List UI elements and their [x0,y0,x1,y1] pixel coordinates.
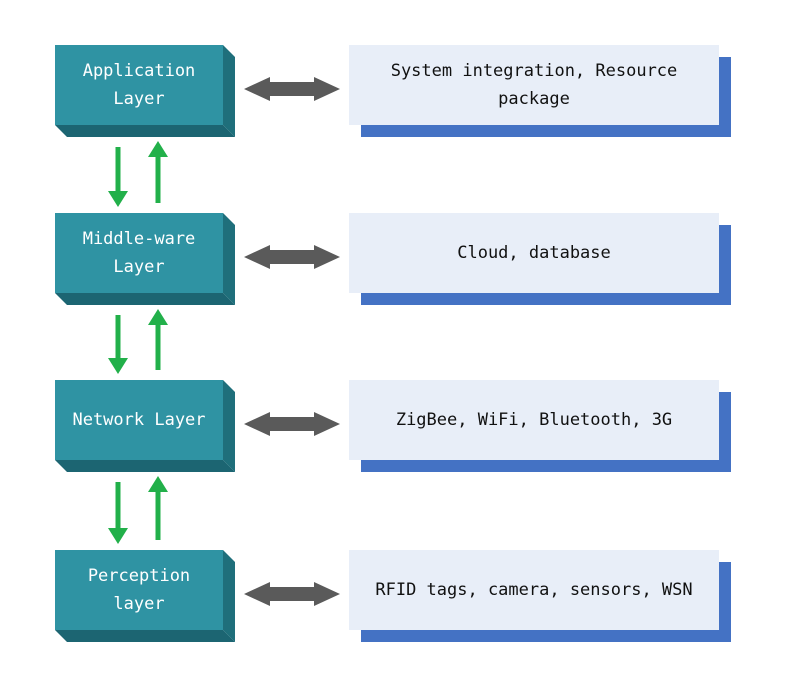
description-box-face [349,550,719,630]
layer-box-front [55,550,223,630]
connector-arrow-application [244,77,340,101]
description-box-face [349,380,719,460]
description-perception: RFID tags, camera, sensors, WSN [375,580,693,600]
down-arrow-head [108,191,128,207]
layer-box-side [223,380,235,472]
down-arrow-head [108,528,128,544]
description-box-application [349,45,731,137]
layer-box-application [55,45,235,137]
layer-box-side [223,45,235,137]
description-box-middleware [349,213,731,305]
description-box-network [349,380,731,472]
layer-box-side [223,550,235,642]
connector-arrow-perception [244,582,340,606]
layer-label-application: Application Layer [82,61,196,109]
connector-arrow-network [244,412,340,436]
connector-arrows [244,77,340,606]
layer-box-bottom [55,293,235,305]
layer-box-bottom [55,460,235,472]
up-arrow-head [148,141,168,157]
layer-box-middleware [55,213,235,305]
layer-label-perception: Perception layer [87,566,191,614]
down-arrow-head [108,358,128,374]
description-box-face [349,45,719,125]
layer-box-bottom [55,125,235,137]
layer-box-front [55,213,223,293]
description-network: ZigBee, WiFi, Bluetooth, 3G [395,410,673,430]
layer-box-front [55,45,223,125]
layer-boxes [55,45,235,642]
layer-label-middleware: Middle-ware Layer [82,229,196,277]
description-box-perception [349,550,731,642]
layer-box-network [55,380,235,472]
connector-arrow-middleware [244,245,340,269]
description-boxes [349,45,731,642]
description-application: System integration, Resource package [390,61,678,109]
description-box-face [349,213,719,293]
layer-box-perception [55,550,235,642]
layer-label-network: Network Layer [72,410,206,430]
description-middleware: Cloud, database [457,243,611,263]
layer-box-front [55,380,223,460]
vertical-arrows [108,141,168,544]
up-arrow-head [148,309,168,325]
layer-box-side [223,213,235,305]
up-arrow-head [148,476,168,492]
layer-box-bottom [55,630,235,642]
